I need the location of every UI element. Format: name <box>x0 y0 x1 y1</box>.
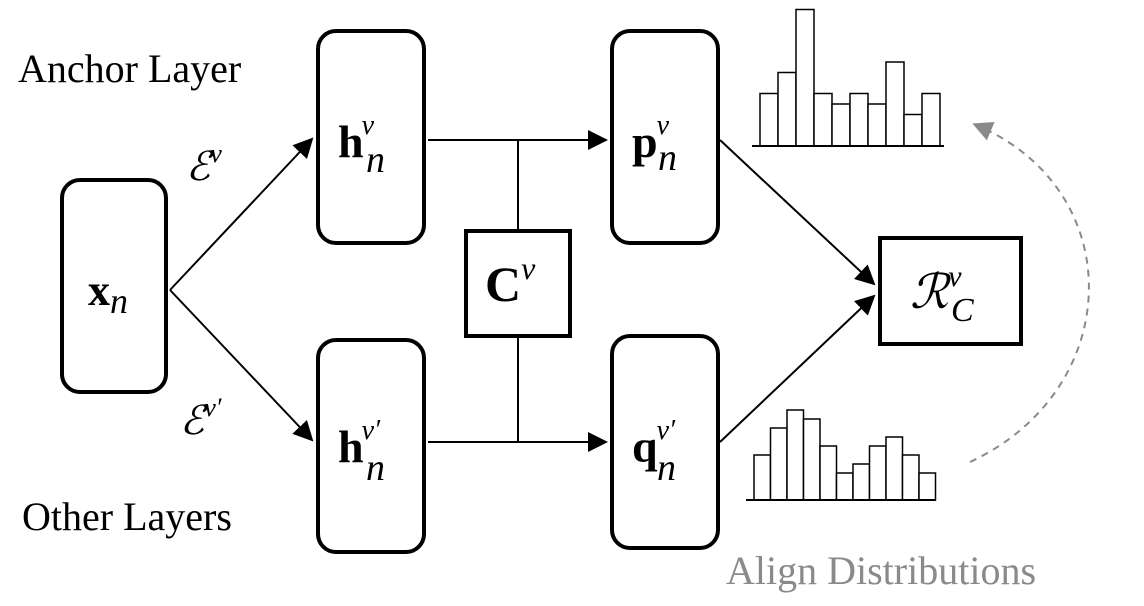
node-h-other-sub: n <box>366 447 385 489</box>
node-c <box>464 229 572 338</box>
histogram-other-bar <box>901 454 920 501</box>
edges <box>169 130 876 452</box>
node-r-label: ℛv <box>910 260 962 319</box>
histogram-anchor-bar <box>795 8 815 147</box>
histogram-other-bar <box>835 472 854 501</box>
node-h-other-label: hv′ <box>338 415 381 472</box>
node-h-anchor <box>316 29 426 245</box>
histogram-other-bar <box>819 445 838 501</box>
histogram-other-bar <box>885 436 904 501</box>
histogram-anchor-bar <box>903 113 923 147</box>
histogram-other-bar <box>802 418 821 501</box>
histogram-anchor-bar <box>777 71 797 147</box>
histogram-anchor-bar <box>885 61 905 147</box>
anchor-layer-label: Anchor Layer <box>18 46 241 91</box>
nodes <box>60 29 1023 554</box>
edge-p-to-r <box>719 139 876 286</box>
other-layers-label: Other Layers <box>22 494 232 539</box>
histogram-anchor-bar <box>831 103 851 147</box>
histogram-anchor-bar <box>849 92 869 147</box>
histogram-other-bar <box>753 454 772 501</box>
encoder-anchor-label: ℰv <box>186 139 222 189</box>
histogram-anchor-bar <box>867 103 887 147</box>
histogram-other-bar <box>769 427 788 501</box>
encoder-other-label: ℰv′ <box>180 393 222 443</box>
align-distributions-label: Align Distributions <box>726 548 1036 593</box>
node-q <box>610 334 720 550</box>
histogram-other-bar <box>868 445 887 501</box>
node-p <box>610 29 720 245</box>
histogram-anchor-bar <box>759 92 779 147</box>
node-p-label: pv <box>632 110 670 167</box>
node-h-other <box>316 338 426 554</box>
node-x-label: xn <box>88 266 128 321</box>
histogram-anchor <box>752 8 944 147</box>
node-r-sub: C <box>951 292 974 329</box>
node-c-label: Cv <box>485 250 536 312</box>
histogram-other-bar <box>786 409 805 501</box>
node-r <box>878 236 1023 346</box>
histogram-other-bar <box>852 463 871 501</box>
node-h-anchor-label: hv <box>338 110 375 167</box>
edge-x-to-h-anchor <box>169 137 314 291</box>
histogram-anchor-bar <box>813 92 833 147</box>
histogram-anchor-bar <box>921 92 941 147</box>
node-q-label: qv′ <box>632 415 676 472</box>
histogram-other-bar <box>918 472 937 501</box>
node-h-anchor-sub: n <box>366 139 385 181</box>
histogram-other <box>746 409 937 501</box>
node-q-sub: n <box>657 447 676 489</box>
align-arrow <box>969 122 1090 463</box>
node-x <box>60 178 168 394</box>
edge-q-to-r <box>719 294 876 443</box>
node-p-sub: n <box>658 137 677 179</box>
edge-x-to-h-other <box>169 289 314 442</box>
